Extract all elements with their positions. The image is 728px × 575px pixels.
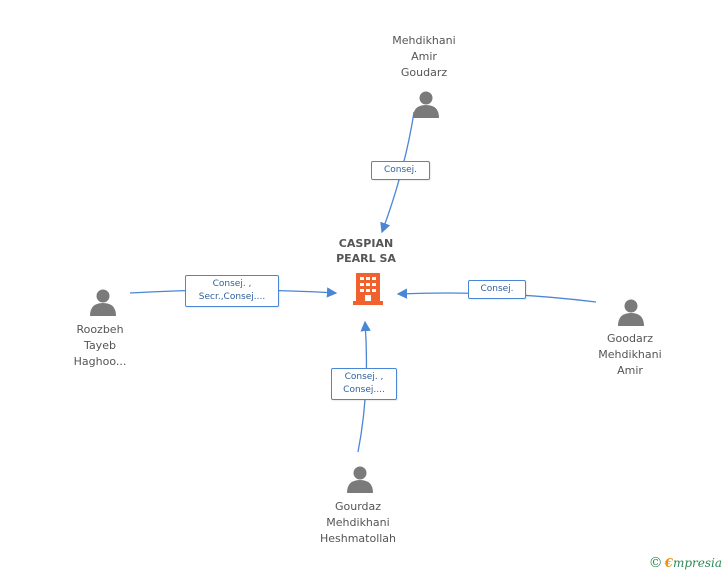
person-icon[interactable] — [412, 90, 440, 118]
edge-label-left[interactable]: Consej. , Secr.,Consej.... — [185, 275, 279, 307]
edge-label-bottom[interactable]: Consej. , Consej.... — [331, 368, 397, 400]
person-name-left[interactable]: Roozbeh Tayeb Haghoo... — [73, 323, 127, 368]
company-name[interactable]: CASPIAN PEARL SA — [336, 237, 396, 265]
person-name-top[interactable]: Mehdikhani Amir Goudarz — [392, 34, 456, 79]
edge-label-right[interactable]: Consej. — [468, 280, 526, 299]
person-name-bottom[interactable]: Gourdaz Mehdikhani Heshmatollah — [319, 500, 397, 545]
copyright-icon: © — [648, 555, 663, 571]
person-name-right[interactable]: Goodarz Mehdikhani Amir — [598, 332, 662, 377]
edge-label-top[interactable]: Consej. — [371, 161, 430, 180]
person-icon[interactable] — [617, 298, 645, 326]
brand-logo: ©€mpresia — [648, 555, 722, 571]
person-icon[interactable] — [346, 465, 374, 493]
person-icon[interactable] — [89, 288, 117, 316]
building-icon[interactable] — [353, 271, 383, 305]
